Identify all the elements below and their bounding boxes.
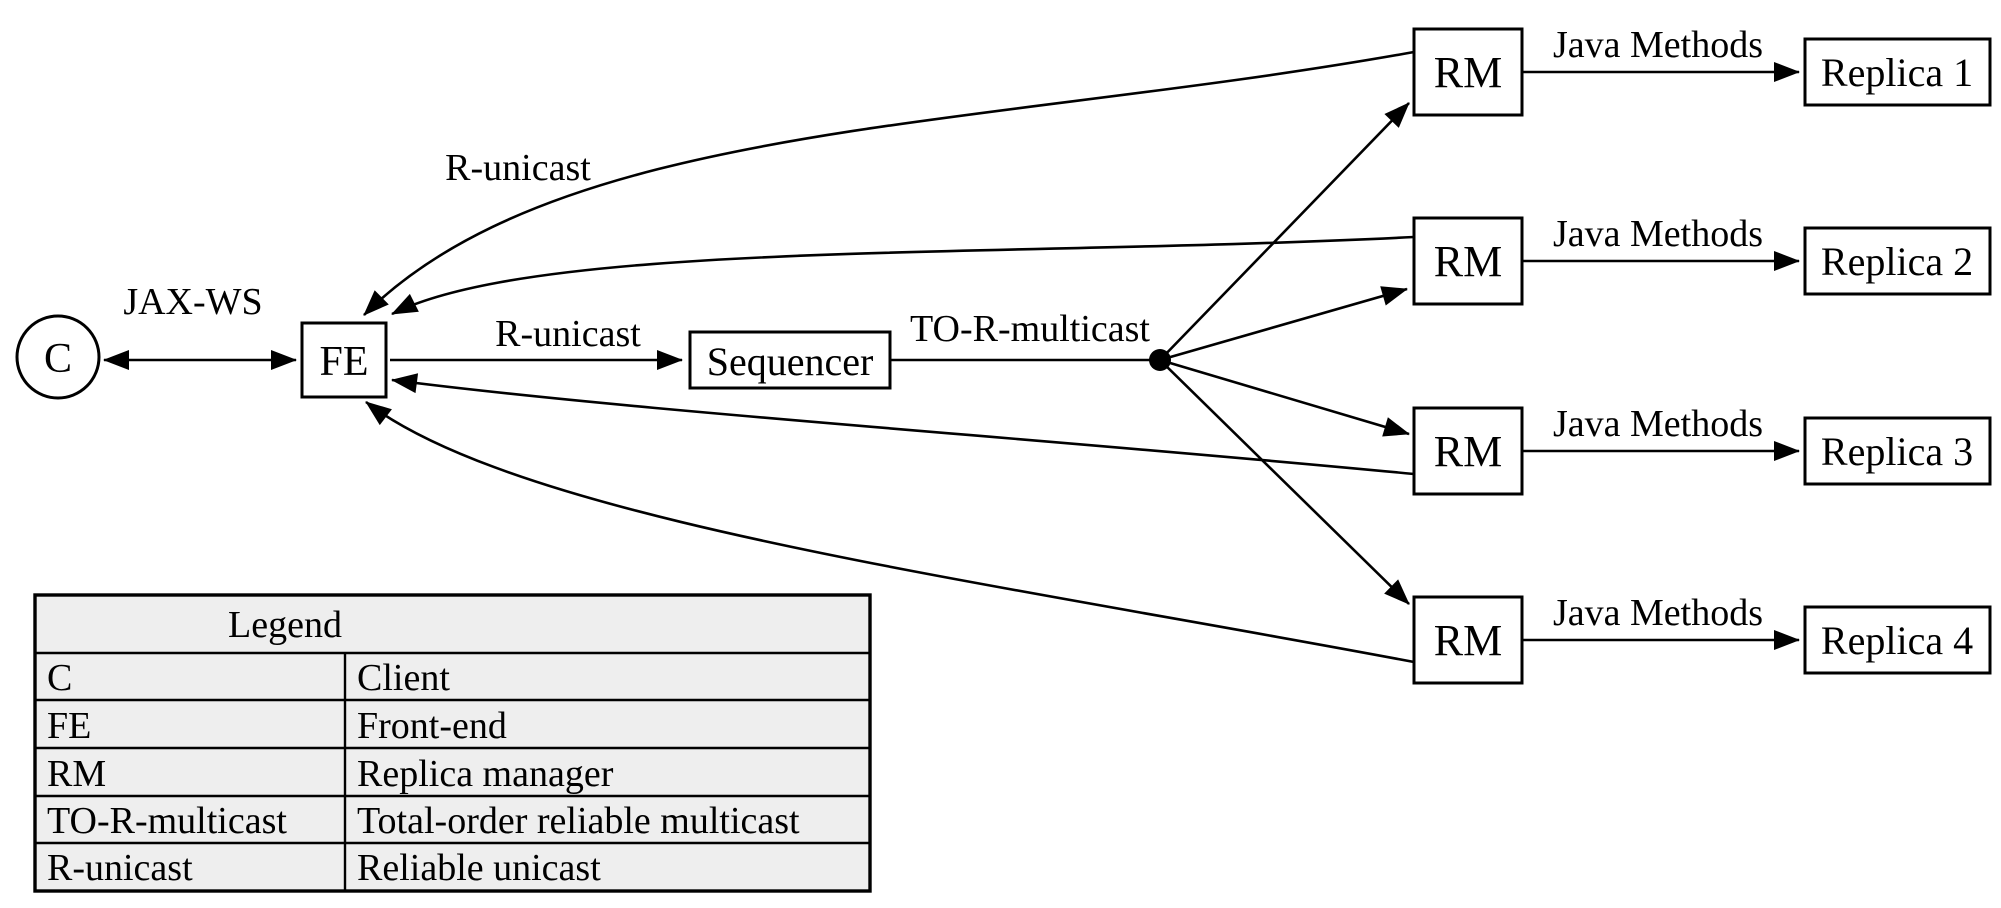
legend-abbr: FE <box>47 705 91 747</box>
edge-rm3-frontend-return <box>391 373 1415 476</box>
legend-abbr: TO-R-multicast <box>47 800 287 842</box>
frontend-node <box>300 321 388 399</box>
replica4-label: Replica 4 <box>1821 618 1973 663</box>
rm3-node <box>1412 406 1524 496</box>
java-methods-edge-label-3: Java Methods <box>1553 403 1763 445</box>
edge-rm1-frontend-return <box>363 50 1415 316</box>
legend-meaning: Front-end <box>357 705 507 747</box>
rm2-label: RM <box>1434 237 1502 286</box>
legend-meaning: Reliable unicast <box>357 847 601 889</box>
r-unicast-return-edge-label: R-unicast <box>445 147 591 189</box>
multicast-point <box>1149 349 1171 371</box>
legend-table-frame <box>33 593 872 893</box>
sequencer-node <box>688 330 892 390</box>
rm4-label: RM <box>1434 616 1502 665</box>
replica1-node <box>1803 37 1992 107</box>
r-unicast-forward-edge-label: R-unicast <box>495 313 641 355</box>
replica3-label: Replica 3 <box>1821 429 1973 474</box>
edge-multicast-rm3 <box>1159 358 1410 437</box>
rm4-node <box>1412 595 1524 685</box>
edge-rm2-frontend-return <box>391 235 1415 316</box>
legend-meaning: Replica manager <box>357 753 614 795</box>
edge-multicast-rm2 <box>1159 286 1408 362</box>
edge-rm4-frontend-return <box>365 400 1415 664</box>
sequencer-label: Sequencer <box>707 339 874 384</box>
rm1-label: RM <box>1434 48 1502 97</box>
java-methods-edge-label-1: Java Methods <box>1553 24 1763 66</box>
rm1-node <box>1412 27 1524 117</box>
client-label: C <box>44 336 72 382</box>
client-node <box>15 314 101 400</box>
legend-meaning: Total-order reliable multicast <box>357 800 800 842</box>
legend-meaning: Client <box>357 657 450 699</box>
edge-multicast-rm4 <box>1159 359 1410 605</box>
legend-abbr: R-unicast <box>47 847 193 889</box>
replica3-node <box>1803 416 1992 486</box>
legend-abbr: C <box>47 657 72 699</box>
rm2-node <box>1412 216 1524 306</box>
legend-title: Legend <box>228 604 342 646</box>
to-r-multicast-edge-label: TO-R-multicast <box>910 308 1150 350</box>
legend-abbr: RM <box>47 753 106 795</box>
frontend-label: FE <box>319 339 368 385</box>
replica1-label: Replica 1 <box>1821 50 1973 95</box>
replica4-node <box>1803 605 1992 675</box>
rm3-label: RM <box>1434 427 1502 476</box>
replica2-label: Replica 2 <box>1821 239 1973 284</box>
java-methods-edge-label-2: Java Methods <box>1553 213 1763 255</box>
replica2-node <box>1803 226 1992 296</box>
jaxws-edge-label: JAX-WS <box>123 281 262 323</box>
legend-table: Legend C Client FE Front-end RM Replica … <box>33 593 872 893</box>
java-methods-edge-label-4: Java Methods <box>1553 592 1763 634</box>
edge-multicast-rm1 <box>1159 102 1410 361</box>
